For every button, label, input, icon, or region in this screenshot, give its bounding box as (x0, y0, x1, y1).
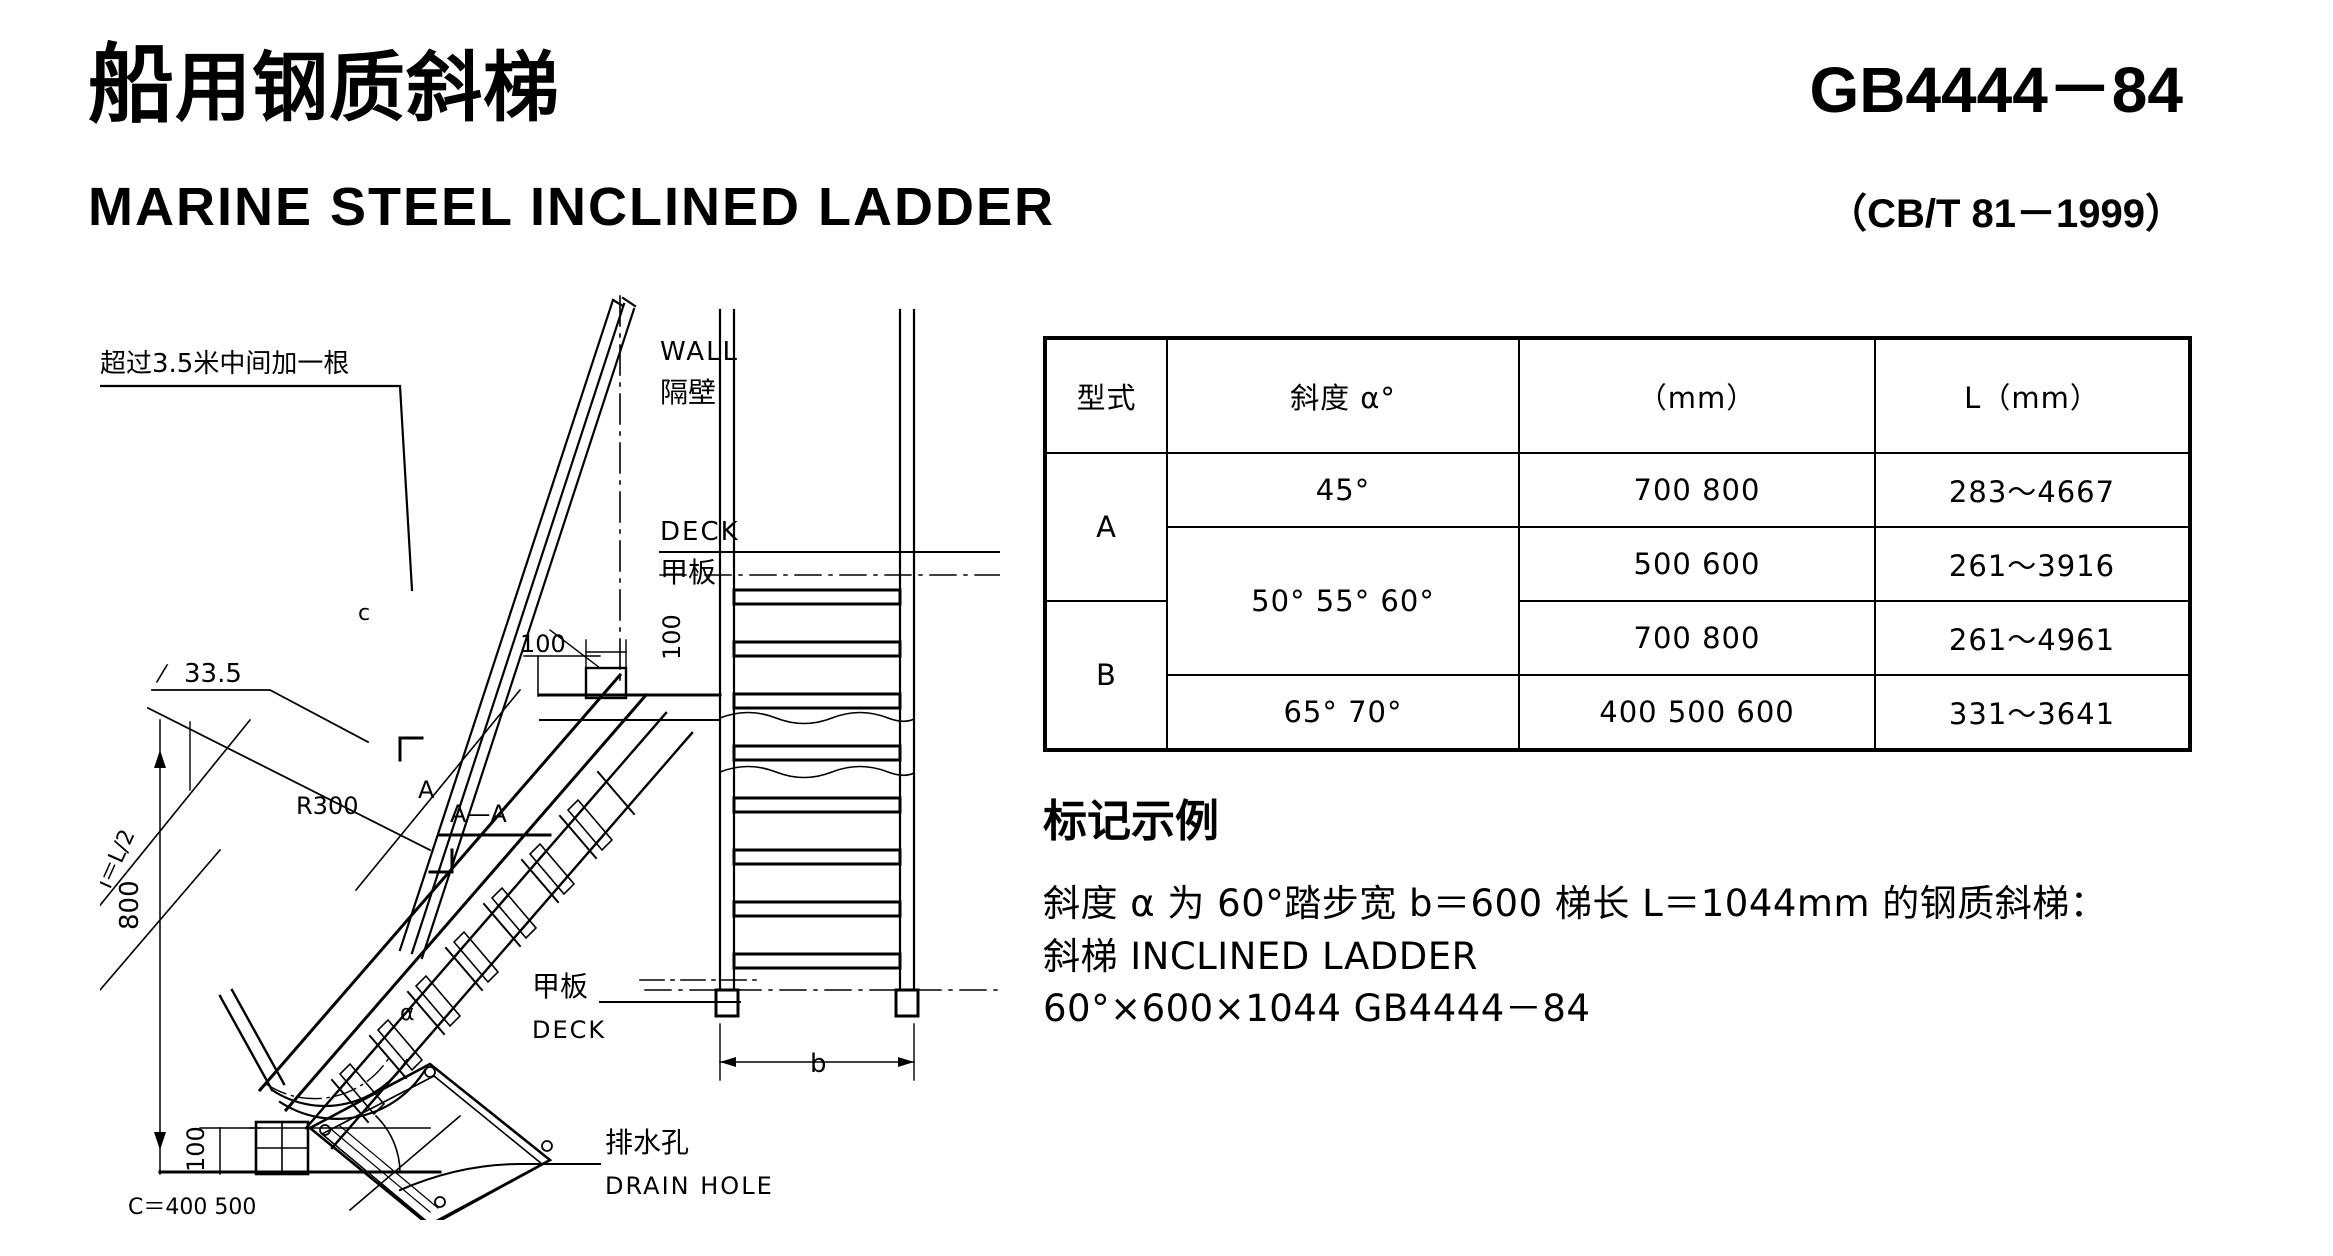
isometric-ladder-view (100, 295, 722, 1220)
cell-mm-r2: 700 800 (1518, 600, 1876, 676)
dim-100-deck: 100 (520, 630, 566, 658)
marking-example-line-2: 斜梯 INCLINED LADDER (1043, 934, 1478, 978)
col-header-l: L（mm） (1874, 337, 2191, 454)
label-wall-en: WALL (660, 337, 739, 367)
label-c: c (358, 601, 370, 626)
cell-type-b: B (1044, 600, 1168, 751)
label-deck-en: DECK (660, 517, 740, 547)
marking-example-section: 标记示例 斜度 α 为 60°踏步宽 b＝600 梯长 L＝1044mm 的钢质… (1043, 800, 2293, 1036)
col-header-mm: （mm） (1518, 337, 1876, 454)
cell-mm-r0: 700 800 (1518, 452, 1876, 528)
label-drain-en: DRAIN HOLE (605, 1172, 774, 1200)
dim-33-5: 33.5 (184, 659, 242, 689)
cell-angle-45: 45° (1166, 452, 1520, 528)
cell-mm-r1: 500 600 (1518, 526, 1876, 602)
ladder-drawing-svg: 超过3.5米中间加一根 33.5 ⁄ R300 c A A—A α 800 10… (100, 295, 1000, 1220)
cell-angle-50-55-60: 50° 55° 60° (1166, 526, 1520, 676)
page-title-chinese: 船用钢质斜梯 (88, 42, 560, 128)
dim-100-bottom: 100 (182, 1126, 210, 1172)
table-row: 50° 55° 60° 500 600 261～3916 (1045, 526, 2191, 676)
cell-l-r3: 331～3641 (1874, 674, 2191, 751)
note-over-3-5m: 超过3.5米中间加一根 (100, 349, 349, 379)
marking-example-line-1: 斜度 α 为 60°踏步宽 b＝600 梯长 L＝1044mm 的钢质斜梯： (1043, 882, 2108, 925)
table-header-row: 型式 斜度 α° （mm） L（mm） (1044, 337, 2191, 454)
tread-detail-view (307, 1062, 553, 1220)
table-row: A 45° 700 800 283～4667 (1044, 452, 2191, 602)
standard-number: GB4444－84 (1809, 54, 2183, 126)
cell-l-r0: 283～4667 (1874, 452, 2191, 528)
table-row: 65° 70° 400 500 600 331～3641 (1045, 674, 2191, 751)
marking-example-title: 标记示例 (1043, 796, 1219, 847)
table-row: B 700 800 261～4961 (1044, 600, 2191, 751)
slope-tick-icon: ⁄ (155, 660, 169, 688)
cell-type-a: A (1044, 452, 1168, 602)
spec-table: 型式 斜度 α° （mm） L（mm） A 45° 700 800 283～46… (1043, 336, 2192, 752)
cell-l-r2: 261～4961 (1874, 600, 2191, 676)
radius-r300: R300 (296, 792, 358, 820)
standard-number-secondary: （CB/T 81－1999） (1827, 192, 2185, 236)
dim-100-vertical: 100 (658, 614, 686, 660)
technical-drawing: 超过3.5米中间加一根 33.5 ⁄ R300 c A A—A α 800 10… (100, 290, 1000, 1220)
dim-b: b (810, 1049, 827, 1079)
label-drain-cn: 排水孔 (605, 1126, 689, 1159)
cell-angle-65-70: 65° 70° (1166, 674, 1520, 751)
cell-l-r1: 261～3916 (1874, 526, 2191, 602)
page-header: 船用钢质斜梯 MARINE STEEL INCLINED LADDER GB44… (0, 0, 2333, 260)
dim-800: 800 (115, 880, 145, 930)
label-wall-cn: 隔壁 (660, 376, 716, 409)
label-alpha: α (400, 1001, 415, 1026)
section-mark-a-left: A (418, 776, 435, 804)
page-title-english: MARINE STEEL INCLINED LADDER (88, 177, 1056, 237)
page-title-chinese-rest: 用钢质斜梯 (175, 46, 560, 131)
spec-table-container: 型式 斜度 α° （mm） L（mm） A 45° 700 800 283～46… (1043, 336, 2192, 752)
front-elevation-view (599, 308, 1000, 1081)
col-header-angle: 斜度 α° (1166, 337, 1520, 454)
page-title-chinese-lead: 船 (88, 37, 175, 133)
col-header-type: 型式 (1044, 337, 1168, 454)
label-deck2-cn: 甲板 (532, 970, 588, 1003)
label-deck-cn: 甲板 (660, 556, 716, 589)
marking-example-line-3: 60°×600×1044 GB4444－84 (1043, 987, 1591, 1031)
cell-mm-r3: 400 500 600 (1518, 674, 1876, 751)
note-c-value: C＝400 500 (128, 1195, 256, 1220)
section-label-aa: A—A (450, 800, 507, 828)
label-deck2-en: DECK (532, 1016, 606, 1044)
